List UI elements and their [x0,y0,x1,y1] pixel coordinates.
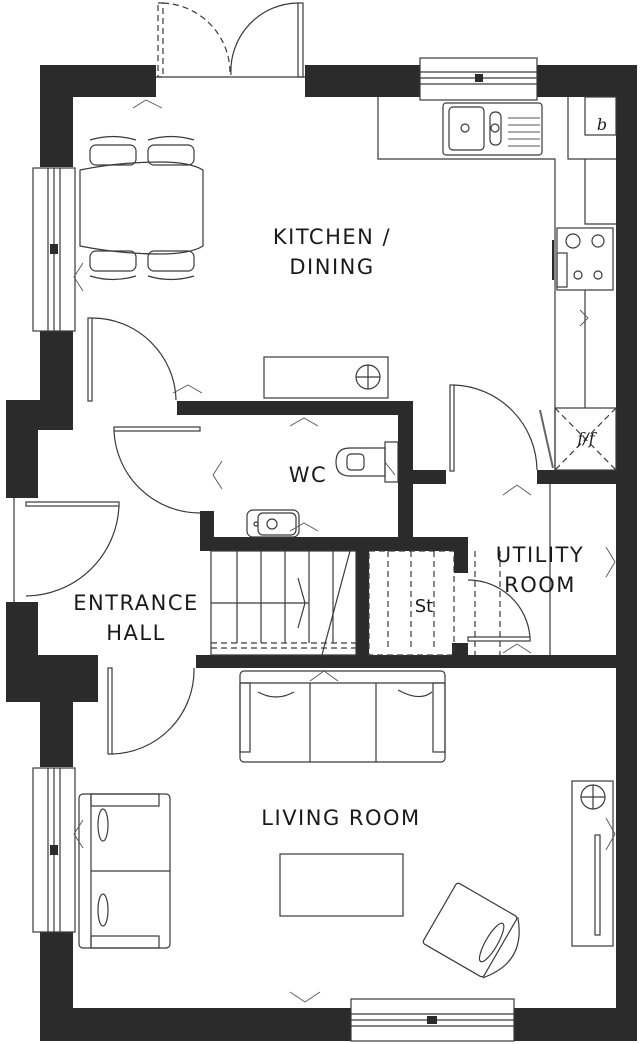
kitchen-label-line2: DINING [289,255,375,279]
doors [13,2,538,755]
stairs [210,550,501,656]
living-room-label: LIVING ROOM [261,806,421,830]
entrance-label-line2: HALL [106,621,166,645]
utility-label-line2: ROOM [504,573,576,597]
room-label-utility: UTILITY ROOM [480,540,600,600]
storage-label: St [414,596,434,617]
fridge-freezer-text: f/f [577,429,595,448]
utility-label-line1: UTILITY [495,543,585,567]
interior-walls [177,401,617,668]
kitchen-label-line1: KITCHEN / [272,225,392,249]
room-label-storage: St [402,592,446,622]
exterior-walls [6,65,637,1041]
chevrons [73,99,616,1003]
room-label-living-room: LIVING ROOM [236,803,446,833]
kitchen-units [377,96,617,471]
windows [32,57,538,1042]
dining-table [79,135,204,281]
room-label-kitchen-dining: KITCHEN / DINING [262,222,402,282]
fridge-freezer-label: f/f [566,424,606,454]
living-furniture [78,670,614,979]
room-label-entrance-hall: ENTRANCE HALL [56,588,216,648]
boiler-label: b [590,110,614,140]
wc-fixtures [246,441,399,538]
room-label-wc: WC [278,460,338,490]
kitchen-island [263,356,389,399]
entrance-label-line1: ENTRANCE [73,591,199,615]
boiler-text: b [596,115,608,134]
wc-label: WC [288,463,328,487]
